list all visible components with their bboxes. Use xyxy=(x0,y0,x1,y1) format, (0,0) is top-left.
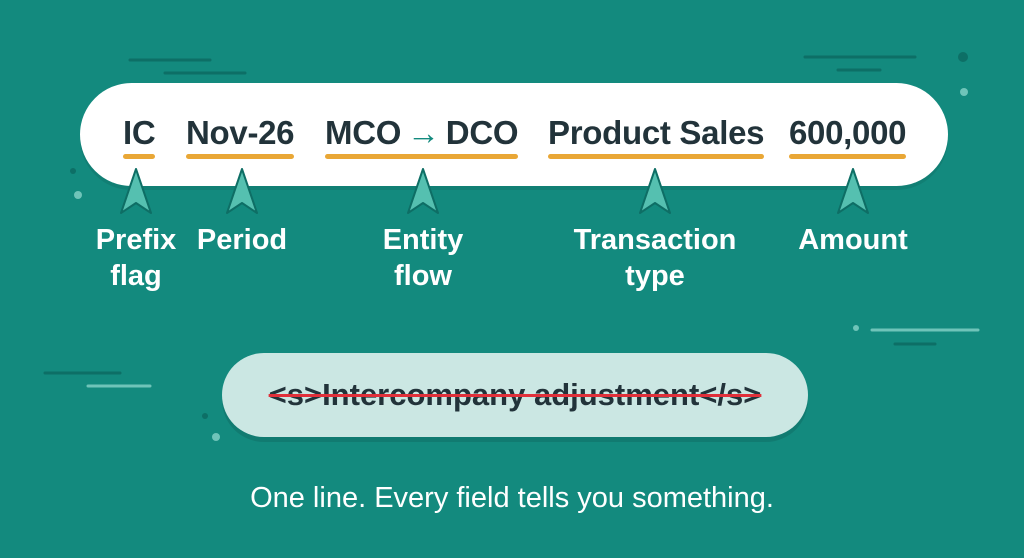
pointer-up-icon xyxy=(639,168,671,214)
field-transaction-type: Product Sales xyxy=(548,113,765,159)
field-underline xyxy=(789,154,907,159)
label-period: Period xyxy=(196,224,288,256)
label-transaction-type: Transaction type xyxy=(573,224,737,292)
field-transaction-value: Product Sales xyxy=(548,114,765,151)
label-entity-flow: Entity flow xyxy=(382,224,464,292)
field-period-value: Nov-26 xyxy=(186,114,295,151)
field-prefix-value: IC xyxy=(123,114,156,151)
pointer-up-icon xyxy=(837,168,869,214)
record-line-pill xyxy=(80,83,948,186)
field-underline xyxy=(123,154,156,159)
pointer-up-icon xyxy=(226,168,258,214)
field-amount-value: 600,000 xyxy=(789,114,907,151)
field-underline xyxy=(548,154,765,159)
field-amount: 600,000 xyxy=(789,113,907,159)
arrow-right-icon: → xyxy=(407,114,440,151)
field-prefix-flag: IC xyxy=(123,113,156,159)
pointer-up-icon xyxy=(407,168,439,214)
pointer-up-icon xyxy=(120,168,152,214)
field-entity-to: DCO xyxy=(445,114,519,151)
label-amount: Amount xyxy=(798,224,908,256)
deco-dot xyxy=(74,191,82,199)
field-underline xyxy=(186,154,295,159)
field-underline xyxy=(325,154,519,159)
deco-dot xyxy=(958,52,968,62)
deco-dot xyxy=(853,325,859,331)
deco-dot xyxy=(202,413,208,419)
deco-dot xyxy=(212,433,220,441)
deco-dot xyxy=(70,168,76,174)
struck-description-box: <s>Intercompany adjustment</s> xyxy=(222,353,808,437)
deco-dot xyxy=(960,88,968,96)
tagline: One line. Every field tells you somethin… xyxy=(250,482,774,514)
struck-description-text: <s>Intercompany adjustment</s> xyxy=(268,377,762,412)
label-prefix-flag: Prefix flag xyxy=(95,224,177,292)
field-period: Nov-26 xyxy=(186,113,295,159)
field-entity-flow: MCO→DCO xyxy=(325,113,519,159)
field-entity-from: MCO xyxy=(325,114,402,151)
